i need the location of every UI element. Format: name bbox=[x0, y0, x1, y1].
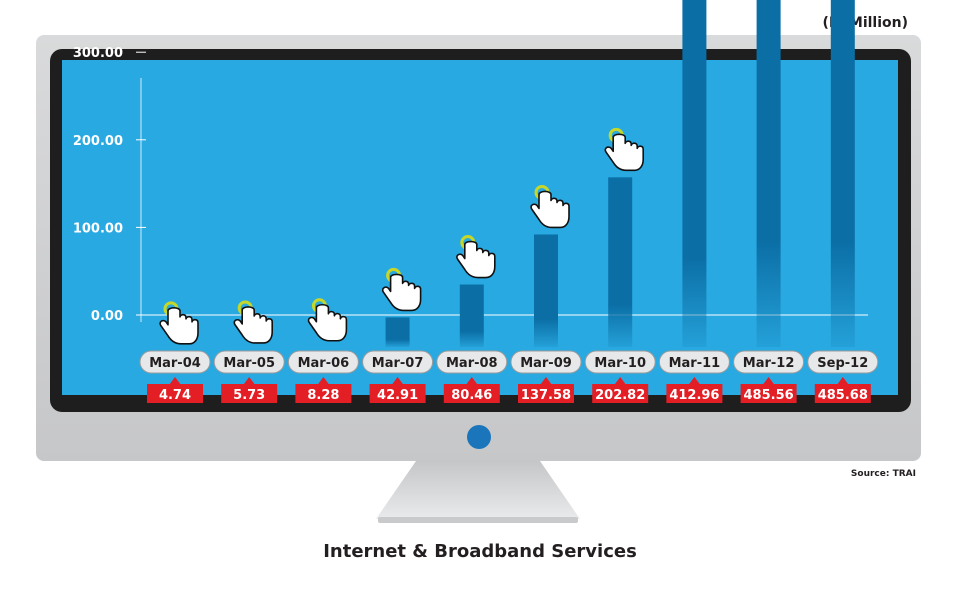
data-label: 8.28 bbox=[307, 388, 339, 403]
category-pill bbox=[733, 350, 805, 374]
data-label: 5.73 bbox=[233, 388, 265, 403]
bar bbox=[830, 0, 855, 348]
data-label: 80.46 bbox=[451, 388, 492, 403]
category-pill bbox=[287, 350, 359, 374]
value-tag-arrow bbox=[169, 377, 181, 385]
hand-pointer-icon bbox=[381, 267, 422, 312]
x-tick-label: Sep-12 bbox=[817, 356, 868, 371]
category-pill bbox=[436, 350, 508, 374]
bar bbox=[682, 0, 707, 348]
value-tag bbox=[814, 384, 871, 403]
data-label: 412.96 bbox=[669, 388, 719, 403]
bar bbox=[385, 317, 410, 347]
pointer-hand-shape bbox=[307, 303, 348, 342]
value-tag-arrow bbox=[465, 377, 478, 385]
hand-pointer-icon bbox=[233, 300, 273, 344]
hand-pointer-icon bbox=[307, 298, 348, 342]
pointer-hand-shape bbox=[456, 240, 496, 279]
data-label: 485.56 bbox=[744, 388, 794, 403]
x-tick-label: Mar-05 bbox=[223, 356, 275, 371]
y-tick-label: 300.00 bbox=[73, 46, 123, 61]
monitor-stand bbox=[376, 461, 580, 519]
y-tick-label: 100.00 bbox=[73, 221, 123, 236]
hand-pointer-icon bbox=[456, 235, 496, 279]
data-label: 202.82 bbox=[595, 388, 645, 403]
pointer-hand-shape bbox=[233, 306, 273, 344]
category-pill bbox=[807, 350, 879, 374]
value-tag bbox=[740, 384, 797, 403]
value-tag bbox=[592, 384, 649, 403]
value-tag bbox=[666, 384, 723, 403]
chart-caption: Internet & Broadband Services bbox=[323, 541, 637, 562]
x-tick-label: Mar-06 bbox=[298, 356, 350, 371]
x-tick-label: Mar-04 bbox=[149, 356, 201, 371]
value-tag-arrow bbox=[836, 377, 849, 385]
x-tick-label: Mar-11 bbox=[669, 356, 721, 371]
x-tick-label: Mar-09 bbox=[520, 356, 572, 371]
value-tag-arrow bbox=[391, 377, 404, 385]
hand-pointer-icon bbox=[159, 301, 199, 345]
value-tag-arrow bbox=[688, 377, 701, 385]
data-label: 4.74 bbox=[159, 388, 191, 403]
value-tag-arrow bbox=[762, 377, 775, 385]
source-note: Source: TRAI bbox=[850, 469, 916, 479]
data-label: 42.91 bbox=[377, 388, 418, 403]
category-pill bbox=[213, 350, 285, 374]
category-pill bbox=[362, 350, 434, 374]
data-label: 137.58 bbox=[521, 388, 571, 403]
value-tag bbox=[147, 384, 203, 403]
x-tick-label: Mar-10 bbox=[594, 356, 646, 371]
hand-pointer-icon bbox=[604, 127, 645, 172]
pointer-hand-shape bbox=[381, 273, 422, 312]
x-tick-label: Mar-08 bbox=[446, 356, 498, 371]
pointer-hand-shape bbox=[159, 307, 199, 345]
value-tag bbox=[295, 384, 352, 403]
category-pill bbox=[658, 350, 730, 374]
monitor-base bbox=[378, 517, 578, 523]
bar bbox=[608, 177, 633, 347]
category-pill bbox=[139, 350, 211, 374]
hand-pointer-icon bbox=[530, 184, 570, 229]
x-tick-label: Mar-12 bbox=[743, 356, 795, 371]
value-tag bbox=[443, 384, 500, 403]
value-tag-arrow bbox=[540, 377, 552, 385]
value-tag-arrow bbox=[243, 377, 256, 385]
value-tag bbox=[369, 384, 426, 403]
value-tag-arrow bbox=[614, 377, 627, 385]
pointer-hand-shape bbox=[604, 133, 645, 172]
y-tick-label: 200.00 bbox=[73, 134, 123, 149]
power-button-icon bbox=[467, 425, 491, 449]
value-tag-arrow bbox=[317, 377, 330, 385]
bar bbox=[756, 0, 781, 347]
x-tick-label: Mar-07 bbox=[372, 356, 424, 371]
category-pill bbox=[584, 350, 656, 374]
pointer-hand-shape bbox=[530, 190, 570, 229]
value-tag bbox=[518, 384, 574, 403]
category-pill bbox=[510, 350, 582, 374]
bar bbox=[534, 234, 558, 347]
y-tick-label: 0.00 bbox=[91, 309, 123, 324]
value-tag bbox=[221, 384, 278, 403]
data-label: 485.68 bbox=[818, 388, 868, 403]
bar bbox=[459, 284, 484, 347]
